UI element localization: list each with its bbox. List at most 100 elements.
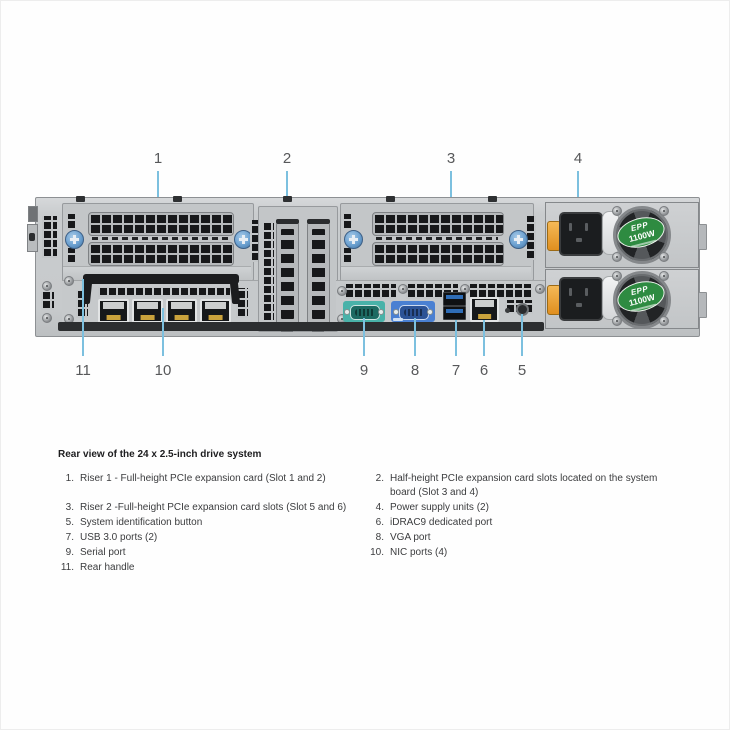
riser1-thumbscrew-left [65, 230, 84, 249]
riser2-thumbscrew-right [509, 230, 528, 249]
serial-port [350, 305, 380, 320]
callout-number-6: 6 [479, 362, 489, 379]
legend-item-4: 4. Power supply units (2) [368, 501, 682, 515]
callout-line-6 [483, 320, 485, 356]
legend-number: 3. [65, 502, 74, 513]
legend-text: VGA port [390, 532, 431, 543]
ac-inlet [559, 212, 603, 256]
slot-divider-dashes [92, 237, 228, 240]
riser2-thumbscrew-left [344, 230, 363, 249]
jack-screw-icon [344, 309, 350, 315]
legend-item-11: 11. Rear handle [58, 561, 368, 575]
latch-clip-icon [386, 196, 395, 202]
vent-holes [525, 216, 536, 260]
screw-icon [612, 316, 622, 326]
legend-text: Serial port [80, 547, 126, 558]
legend-text: Rear handle [80, 562, 135, 573]
vent-holes [342, 248, 351, 264]
chassis-left-notch [29, 233, 35, 241]
idrac-port [470, 297, 499, 322]
latch-clip-icon [488, 196, 497, 202]
callout-number-8: 8 [410, 362, 420, 379]
vent-holes [262, 222, 274, 322]
callout-number-1: 1 [153, 150, 163, 167]
legend-number: 4. [375, 502, 384, 513]
screw-icon [659, 252, 669, 262]
usb-port-2 [443, 306, 466, 320]
vga-label-mark [393, 318, 403, 321]
ac-inlet [559, 277, 603, 321]
legend-item-10: 10. NIC ports (4) [368, 546, 682, 560]
callout-line-8 [414, 318, 416, 356]
callout-number-10: 10 [154, 362, 172, 379]
slot-cover-holes [281, 229, 294, 319]
callout-line-7 [455, 320, 457, 356]
riser1-slot-cover-1 [88, 212, 234, 236]
callout-number-2: 2 [282, 150, 292, 167]
jack-screw-icon [393, 309, 399, 315]
legend-text: System identification button [80, 517, 203, 528]
callout-number-7: 7 [451, 362, 461, 379]
vent-holes [250, 220, 260, 262]
legend-number: 9. [65, 547, 74, 558]
legend-number: 2. [375, 473, 384, 484]
vga-port-plate [391, 301, 435, 322]
callout-line-10 [162, 308, 164, 356]
nic-port-2 [132, 299, 163, 323]
nic-port-3 [166, 299, 197, 323]
screw-icon [659, 271, 669, 281]
callout-number-11: 11 [75, 362, 91, 379]
screw-icon [612, 206, 622, 216]
callout-line-9 [363, 318, 365, 356]
riser2-slot-cover-2 [372, 242, 504, 266]
riser2-slot-cover-1 [372, 212, 504, 236]
vent-holes [41, 292, 54, 310]
legend-item-7: 7. USB 3.0 ports (2) [58, 531, 368, 545]
vent-holes [66, 248, 77, 264]
legend-text: Riser 2 -Full-height PCIe expansion card… [80, 502, 347, 513]
halfheight-slot-cover-1 [276, 219, 299, 326]
callout-line-5 [521, 314, 523, 356]
legend-text: Riser 1 - Full-height PCIe expansion car… [80, 473, 326, 484]
callout-line-4 [577, 171, 579, 215]
power-supply-1: EPP 1100W [545, 202, 699, 268]
vent-holes [342, 214, 351, 230]
legend-number: 1. [65, 473, 74, 484]
screw-icon [398, 284, 408, 294]
legend-text: iDRAC9 dedicated port [390, 517, 493, 528]
rear-handle [83, 274, 239, 284]
legend-text: Power supply units (2) [390, 502, 489, 513]
screw-icon [337, 286, 347, 296]
jack-screw-icon [427, 309, 433, 315]
legend-number: 11. [60, 562, 74, 573]
serial-port-plate [343, 301, 385, 322]
serial-pins [355, 309, 375, 316]
legend-number: 6. [375, 517, 384, 528]
figure-caption: Rear view of the 24 x 2.5-inch drive sys… [58, 449, 262, 460]
jack-screw-icon [378, 309, 384, 315]
screw-icon [535, 284, 545, 294]
screw-icon [612, 271, 622, 281]
legend-number: 10. [370, 547, 384, 558]
vent-holes [344, 284, 396, 299]
vent-holes [42, 216, 57, 258]
riser1-slot-cover-2 [88, 242, 234, 266]
vent-holes [66, 214, 77, 230]
vent-holes [98, 287, 230, 297]
screw-icon [612, 252, 622, 262]
legend-item-8: 8. VGA port [368, 531, 682, 545]
latch-clip-icon [283, 196, 292, 202]
legend-item-5: 5. System identification button [58, 516, 368, 530]
vga-pins [404, 309, 424, 316]
legend-text: Half-height PCIe expansion card slots lo… [390, 473, 658, 498]
halfheight-slot-cover-2 [307, 219, 330, 326]
legend-item-6: 6. iDRAC9 dedicated port [368, 516, 682, 530]
chassis-left-ear [28, 206, 38, 222]
legend-number: 8. [375, 532, 384, 543]
nic-port-1 [98, 299, 129, 323]
legend-text: USB 3.0 ports (2) [80, 532, 158, 543]
screw-icon [42, 281, 52, 291]
callout-number-4: 4 [573, 150, 583, 167]
legend-item-9: 9. Serial port [58, 546, 368, 560]
